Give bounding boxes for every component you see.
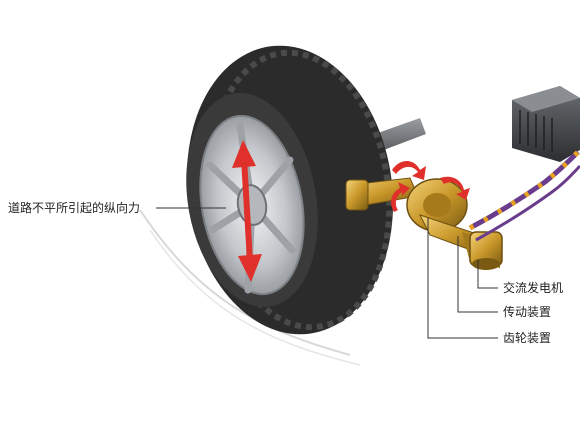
label-alternator: 交流发电机 — [503, 281, 564, 295]
road-curve-2 — [149, 229, 361, 366]
leader-transmission — [457, 236, 498, 313]
label-transmission: 传动装置 — [503, 305, 552, 319]
leader-gear — [427, 218, 498, 339]
label-gear: 齿轮装置 — [503, 331, 552, 345]
leader-lines — [156, 207, 498, 339]
vertical-force-arrow — [232, 140, 262, 282]
wheel — [186, 45, 394, 335]
motor-unit — [512, 86, 580, 162]
tire-tread-edge — [207, 49, 393, 331]
rotation-arrows — [391, 161, 470, 212]
road-curve — [139, 209, 351, 356]
power-cable — [468, 150, 580, 242]
label-longitudinal-force: 道路不平所引起的纵向力 — [8, 201, 141, 215]
leader-alternator — [477, 260, 498, 289]
alternator-device — [462, 231, 503, 270]
